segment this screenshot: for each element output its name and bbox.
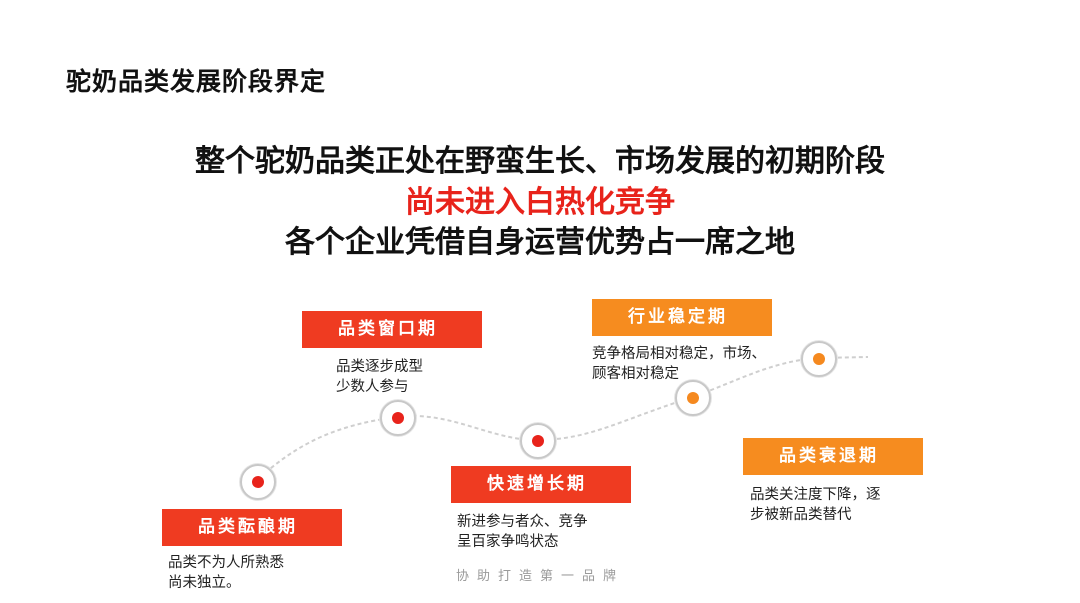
stage-desc-1: 品类不为人所熟悉 尚未独立。 <box>168 553 284 593</box>
stage-desc-1-line-2: 尚未独立。 <box>168 575 241 591</box>
stage-node-2-dot <box>392 412 404 424</box>
stage-desc-3: 新进参与者众、竞争 呈百家争鸣状态 <box>457 512 588 552</box>
stage-label-5: 品类衰退期 <box>743 438 923 475</box>
stage-desc-4: 竞争格局相对稳定，市场、 顾客相对稳定 <box>592 344 766 384</box>
stage-label-1: 品类酝酿期 <box>162 509 342 546</box>
stage-desc-1-line-1: 品类不为人所熟悉 <box>168 555 284 571</box>
stage-node-1-dot <box>252 476 264 488</box>
stage-label-3: 快速增长期 <box>451 466 631 503</box>
headline-line-2-highlight: 尚未进入白热化竞争 <box>405 185 675 220</box>
stage-desc-4-line-1: 竞争格局相对稳定，市场、 <box>592 346 766 362</box>
stage-desc-5: 品类关注度下降，逐 步被新品类替代 <box>750 485 881 525</box>
stage-node-3 <box>520 423 556 459</box>
stage-node-3-dot <box>532 435 544 447</box>
stage-desc-5-line-2: 步被新品类替代 <box>750 507 852 523</box>
headline-line-3: 各个企业凭借自身运营优势占一席之地 <box>285 225 795 260</box>
stage-desc-2-line-2: 少数人参与 <box>336 379 409 395</box>
stage-desc-2-line-1: 品类逐步成型 <box>336 359 423 375</box>
page-title: 驼奶品类发展阶段界定 <box>66 67 327 96</box>
stage-desc-5-line-1: 品类关注度下降，逐 <box>750 487 881 503</box>
headline-line-1: 整个驼奶品类正处在野蛮生长、市场发展的初期阶段 <box>195 144 885 179</box>
stage-node-4 <box>675 380 711 416</box>
stage-label-4: 行业稳定期 <box>592 299 772 336</box>
stage-node-4-dot <box>687 392 699 404</box>
stage-label-2: 品类窗口期 <box>302 311 482 348</box>
stage-desc-2: 品类逐步成型 少数人参与 <box>336 357 423 397</box>
stage-node-5 <box>801 341 837 377</box>
stage-desc-4-line-2: 顾客相对稳定 <box>592 366 679 382</box>
stage-node-1 <box>240 464 276 500</box>
stage-node-5-dot <box>813 353 825 365</box>
stage-desc-3-line-1: 新进参与者众、竞争 <box>457 514 588 530</box>
stage-node-2 <box>380 400 416 436</box>
footer-slogan: 协助打造第一品牌 <box>455 569 624 584</box>
stage-desc-3-line-2: 呈百家争鸣状态 <box>457 534 559 550</box>
